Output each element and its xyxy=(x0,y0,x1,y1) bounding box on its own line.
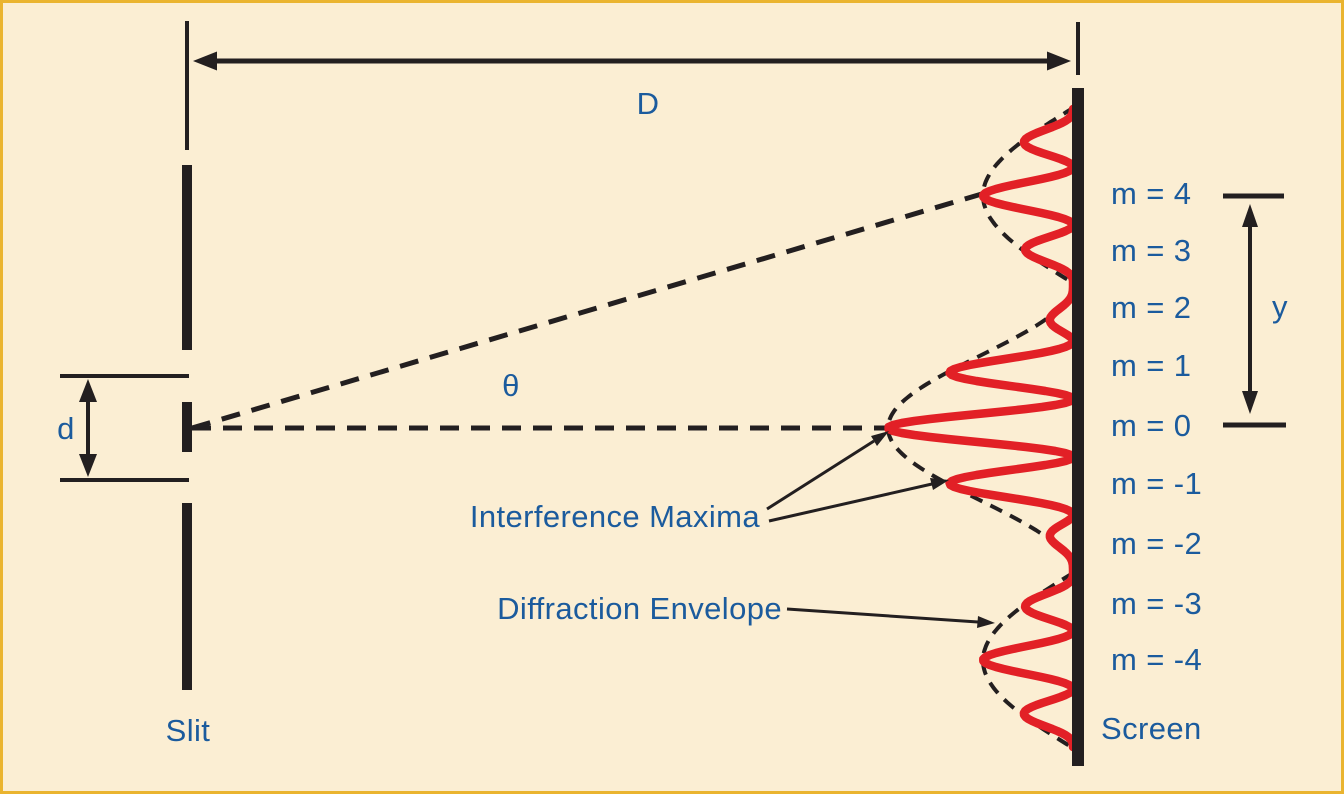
order-label-m-1: m = -1 xyxy=(1111,466,1202,501)
interference-maxima-pointer-2 xyxy=(768,478,949,523)
diagram-canvas: D d θ m = 4 m = 3 m = 2 m = 1 m = 0 m = … xyxy=(57,21,1288,766)
order-label-m1: m = 1 xyxy=(1111,348,1191,383)
angled-ray-dashed-line xyxy=(191,190,986,431)
pointer-shaft xyxy=(786,607,979,624)
arrowhead-icon xyxy=(930,478,949,490)
barrier-lower xyxy=(182,503,192,690)
order-label-m2: m = 2 xyxy=(1111,290,1191,325)
distance-label: D xyxy=(637,86,660,121)
interference-maxima-label: Interference Maxima xyxy=(470,499,761,534)
interference-curve xyxy=(884,104,1078,752)
diffraction-envelope-curve xyxy=(885,106,1076,750)
order-label-m-3: m = -3 xyxy=(1111,586,1202,621)
order-label-m4: m = 4 xyxy=(1111,176,1191,211)
interference-maxima-pointer-1 xyxy=(766,431,889,511)
order-label-m3: m = 3 xyxy=(1111,233,1191,268)
arrow-right-icon xyxy=(1047,51,1071,71)
barrier-center-block xyxy=(182,402,192,452)
pointer-shaft xyxy=(768,482,933,523)
arrowhead-icon xyxy=(871,431,889,446)
screen-caption: Screen xyxy=(1101,711,1202,746)
slit-separation-label: d xyxy=(57,411,75,446)
arrow-up-icon xyxy=(79,379,97,402)
arrowhead-icon xyxy=(977,616,995,628)
slit-caption: Slit xyxy=(166,713,211,748)
pointer-shaft xyxy=(766,439,875,511)
arrow-up-icon xyxy=(1242,204,1258,227)
order-label-m0: m = 0 xyxy=(1111,408,1191,443)
arrow-down-icon xyxy=(79,454,97,477)
distance-D-arrow xyxy=(193,51,1071,71)
screen-bar xyxy=(1072,88,1084,766)
slit-separation-arrow xyxy=(79,379,97,477)
fringe-distance-label: y xyxy=(1272,289,1288,324)
diffraction-envelope-pointer xyxy=(786,607,995,628)
arrow-down-icon xyxy=(1242,391,1258,414)
arrow-left-icon xyxy=(193,51,217,71)
angle-label: θ xyxy=(502,368,520,403)
fringe-distance-arrow xyxy=(1242,204,1258,414)
order-label-m-2: m = -2 xyxy=(1111,526,1202,561)
diffraction-envelope-label: Diffraction Envelope xyxy=(497,591,782,626)
order-label-m-4: m = -4 xyxy=(1111,642,1202,677)
barrier-upper xyxy=(182,165,192,350)
